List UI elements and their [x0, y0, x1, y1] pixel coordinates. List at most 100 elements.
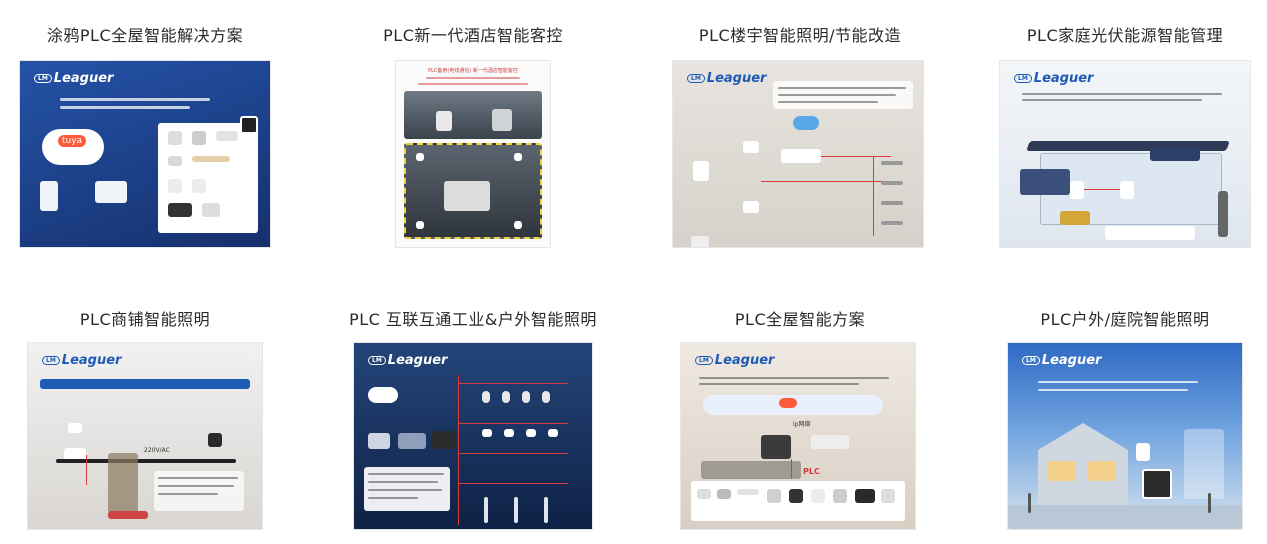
- description-line: [158, 485, 234, 487]
- switch-row: [1105, 226, 1195, 240]
- card-title: PLC户外/庭院智能照明: [1040, 310, 1210, 329]
- phone-device: [40, 181, 58, 211]
- device-icon: [693, 161, 709, 181]
- description-line: [368, 489, 442, 491]
- bed: [444, 181, 490, 211]
- cloud-icon: [793, 116, 819, 130]
- street-lamp: [484, 497, 488, 523]
- card-title: PLC商铺智能照明: [79, 310, 211, 329]
- description-line: [158, 493, 218, 495]
- description-line: [1038, 389, 1188, 391]
- card-title: PLC楼宇智能照明/节能改造: [698, 26, 902, 45]
- building-bg: [1184, 429, 1224, 499]
- device-thumb: [192, 179, 206, 193]
- smart-panel: [761, 435, 791, 459]
- description-line: [1022, 99, 1202, 101]
- courtyard-ground: [1008, 505, 1242, 529]
- device-icon: [691, 236, 709, 247]
- garden-lamp: [1028, 493, 1031, 513]
- cloud-icon: [68, 423, 82, 433]
- control-panel: [1142, 469, 1172, 499]
- subtitle-line: [426, 77, 520, 79]
- plc-wire: [761, 181, 891, 182]
- device-thumb: [192, 131, 206, 145]
- description-line: [778, 87, 906, 89]
- plc-wire: [791, 459, 792, 479]
- description-line: [368, 481, 438, 483]
- description-line: [778, 94, 896, 96]
- voltage-label: 220V/AC: [144, 447, 170, 454]
- track-rail: [56, 459, 236, 463]
- device-thumb: [168, 156, 182, 166]
- card-title: 涂鸦PLC全屋智能解决方案: [46, 26, 244, 45]
- plc-wire: [458, 383, 568, 384]
- car: [1060, 211, 1090, 225]
- shop-shelf: [108, 453, 138, 513]
- light-fixture: [881, 201, 903, 205]
- street-lamp: [514, 497, 518, 523]
- subtitle-line: [418, 83, 528, 85]
- lit-window: [1048, 461, 1076, 481]
- description-line: [60, 98, 210, 101]
- bulb-icon: [522, 391, 530, 403]
- plc-wire: [458, 483, 568, 484]
- device-tag: [514, 221, 522, 229]
- card-title: PLC新一代酒店智能客控: [383, 26, 563, 45]
- light-fixture: [881, 221, 903, 225]
- hotel-banner: PLC备用(电线通信) 新一代酒店智能客控: [428, 68, 518, 74]
- room-photo-top: [404, 91, 542, 139]
- tuya-logo: tuya: [58, 135, 87, 147]
- device-thumb: [881, 489, 895, 503]
- light-fixture: [881, 161, 903, 165]
- cloud-icon: [368, 387, 398, 403]
- description-line: [778, 101, 878, 103]
- description-panel: [364, 467, 450, 511]
- light-fixture: [881, 181, 903, 185]
- pc-device: [368, 433, 390, 449]
- inverter: [1070, 181, 1084, 199]
- gateway-device: [64, 448, 86, 462]
- product-display: [108, 511, 148, 519]
- card-thumbnail[interactable]: PLC备用(电线通信) 新一代酒店智能客控: [396, 61, 550, 247]
- device-thumb: [192, 156, 230, 162]
- device-tag: [416, 153, 424, 161]
- device-tag: [416, 221, 424, 229]
- device-thumb: [789, 489, 803, 503]
- controller-box: [781, 149, 821, 163]
- card-title: PLC家庭光伏能源智能管理: [1026, 26, 1224, 45]
- description-line: [699, 377, 889, 379]
- meter: [1120, 181, 1134, 199]
- solar-panel: [1150, 147, 1200, 161]
- plc-wire: [86, 455, 87, 485]
- room-detail: [436, 111, 452, 131]
- bulb-icon: [542, 391, 550, 403]
- gateway-device: [811, 435, 849, 449]
- plc-wire: [873, 156, 874, 236]
- device-icon: [743, 141, 759, 153]
- lit-window: [1088, 461, 1116, 481]
- garden-lamp: [1208, 493, 1211, 513]
- controller-box: [208, 433, 222, 447]
- card-title: PLC全屋智能方案: [734, 310, 866, 329]
- device-thumb: [855, 489, 875, 503]
- room-detail: [492, 109, 512, 131]
- device-thumb: [168, 179, 182, 193]
- description-line: [368, 497, 418, 499]
- description-line: [1038, 381, 1198, 383]
- description-panel: [154, 471, 244, 511]
- plc-wire: [458, 375, 459, 525]
- device-thumb: [202, 203, 220, 217]
